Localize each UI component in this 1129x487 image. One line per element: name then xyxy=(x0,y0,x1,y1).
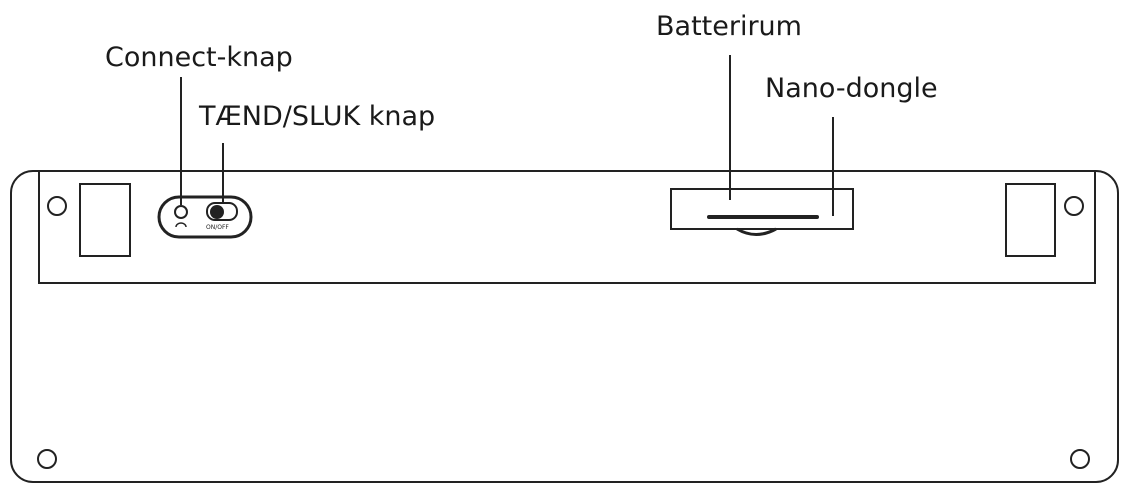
battery-tab xyxy=(736,227,777,236)
battery-compartment xyxy=(670,188,854,236)
screw-bottom-right xyxy=(1070,449,1090,469)
foot-pad-left xyxy=(79,183,131,257)
connect-symbol-icon xyxy=(175,222,187,228)
screw-bottom-left xyxy=(37,449,57,469)
power-switch-marking: ON/OFF xyxy=(206,224,229,231)
battery-cover xyxy=(670,188,854,230)
label-connect-button: Connect-knap xyxy=(105,42,293,73)
label-power-button: TÆND/SLUK knap xyxy=(198,101,435,132)
label-battery-compartment: Batterirum xyxy=(656,11,802,42)
power-switch-knob xyxy=(210,205,224,219)
battery-latch xyxy=(707,215,819,219)
switch-housing xyxy=(157,195,253,239)
switch-panel: ON/OFF xyxy=(157,195,253,239)
connect-button[interactable] xyxy=(174,205,188,219)
screw-top-right xyxy=(1064,196,1084,216)
screw-top-left xyxy=(47,196,67,216)
label-nano-dongle: Nano-dongle xyxy=(765,73,938,104)
top-panel xyxy=(38,170,1096,284)
keyboard-body xyxy=(10,170,1119,483)
foot-pad-right xyxy=(1005,183,1056,257)
